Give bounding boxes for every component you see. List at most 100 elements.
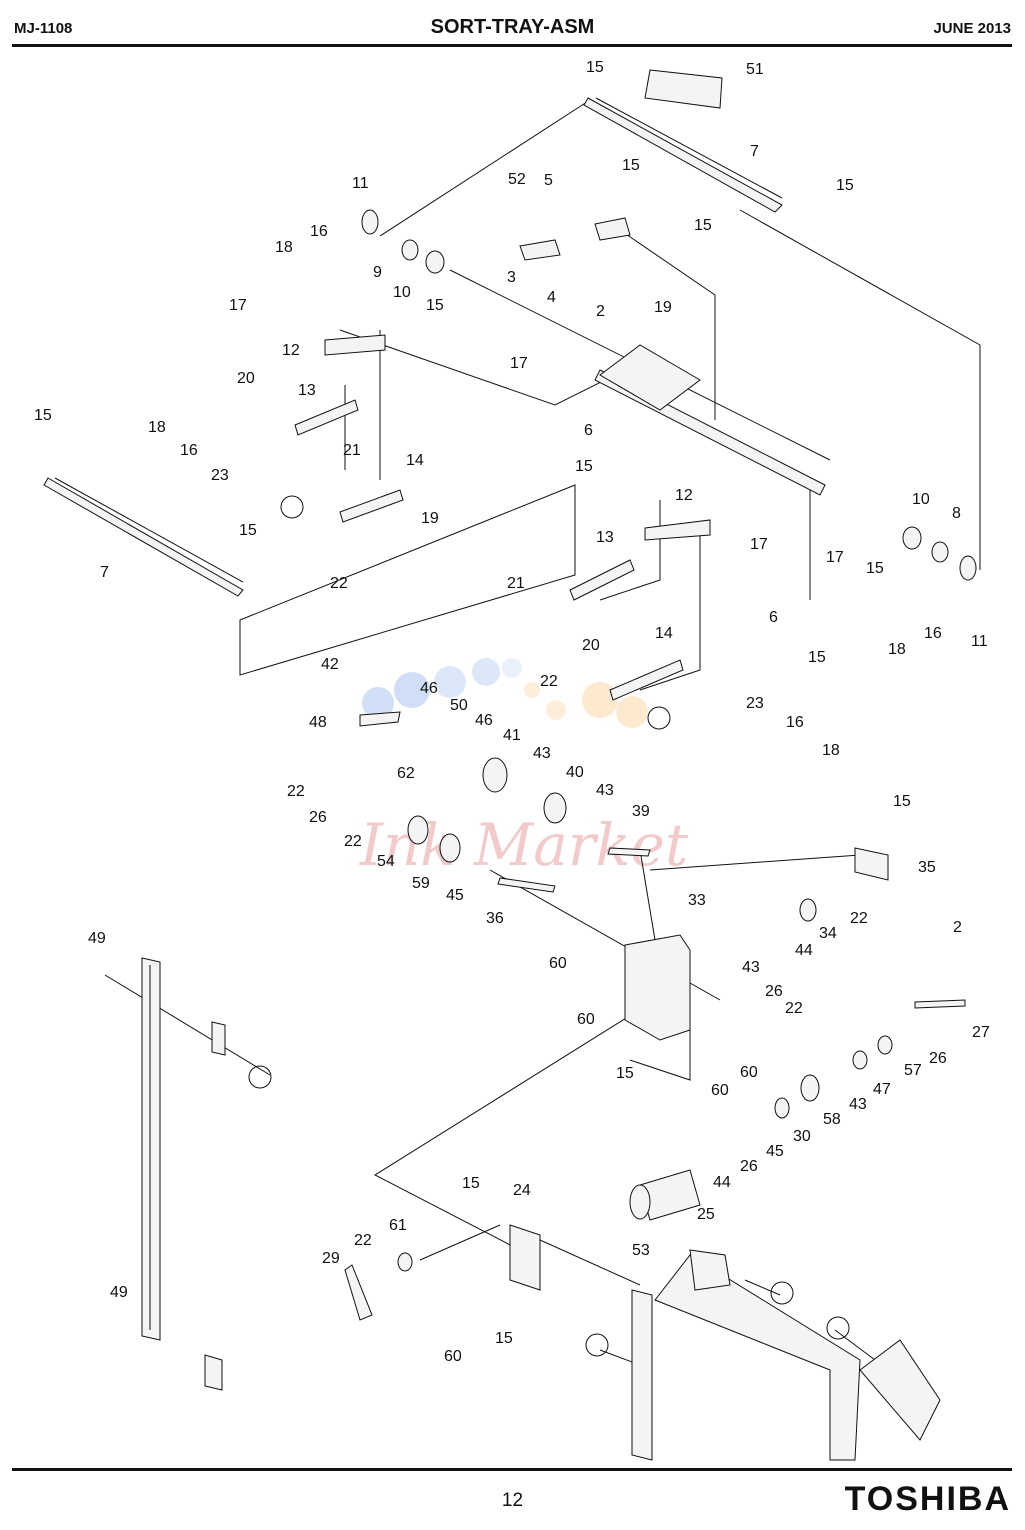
callout-60-c: 60: [740, 1064, 758, 1081]
callout-23-b: 23: [746, 695, 764, 712]
callout-12-a: 12: [282, 342, 300, 359]
callout-21-b: 21: [507, 575, 525, 592]
page-header: MJ-1108 SORT-TRAY-ASM JUNE 2013: [0, 0, 1025, 48]
callout-43-b: 43: [596, 782, 614, 799]
callout-15-j: 15: [808, 649, 826, 666]
callout-16-c: 16: [924, 625, 942, 642]
rail-top: [583, 97, 783, 213]
callout-16-a: 16: [310, 223, 328, 240]
callout-36: 36: [486, 910, 504, 927]
callout-15-a: 15: [586, 59, 604, 76]
callout-15-b: 15: [622, 157, 640, 174]
callout-51: 51: [746, 61, 764, 78]
publication-date: JUNE 2013: [933, 20, 1011, 37]
callout-27: 27: [972, 1024, 990, 1041]
callout-15-c: 15: [836, 177, 854, 194]
callout-43-c: 43: [742, 959, 760, 976]
callout-50: 50: [450, 697, 468, 714]
callout-49-a: 49: [88, 930, 106, 947]
callout-43-d: 43: [849, 1096, 867, 1113]
callout-20-b: 20: [582, 637, 600, 654]
callout-18-a: 18: [275, 239, 293, 256]
callout-62: 62: [397, 765, 415, 782]
callout-42: 42: [321, 656, 339, 673]
callout-6-b: 6: [769, 609, 778, 626]
bracket-33: [624, 847, 889, 1041]
watermark-logo: [362, 658, 648, 728]
callout-60-d: 60: [711, 1082, 729, 1099]
left-frame: [141, 957, 226, 1391]
callout-4: 4: [547, 289, 556, 306]
callout-8: 8: [952, 505, 961, 522]
callout-15-k: 15: [893, 793, 911, 810]
callout-2-a: 2: [596, 303, 605, 320]
callout-34: 34: [819, 925, 837, 942]
callout-12-b: 12: [675, 487, 693, 504]
callout-40: 40: [566, 764, 584, 781]
callout-15-g: 15: [575, 458, 593, 475]
exploded-parts-diagram: Ink Market: [34, 59, 990, 1461]
callout-26-d: 26: [740, 1158, 758, 1175]
callout-9: 9: [373, 264, 382, 281]
reference-circles: [248, 495, 850, 1357]
callout-26-c: 26: [929, 1050, 947, 1067]
callout-10-b: 10: [912, 491, 930, 508]
callout-15-e: 15: [426, 297, 444, 314]
callout-47: 47: [873, 1081, 891, 1098]
small-parts: [294, 69, 977, 1321]
callout-25: 25: [697, 1206, 715, 1223]
callout-17-d: 17: [826, 549, 844, 566]
callout-15-f: 15: [34, 407, 52, 424]
callout-7-b: 7: [100, 564, 109, 581]
callout-6-a: 6: [584, 422, 593, 439]
callout-15-d: 15: [694, 217, 712, 234]
callout-45-b: 45: [766, 1143, 784, 1160]
lower-frame: [631, 1249, 941, 1461]
callout-15-i: 15: [866, 560, 884, 577]
callout-14-b: 14: [655, 625, 673, 642]
callout-22-c: 22: [287, 783, 305, 800]
callout-3: 3: [507, 269, 516, 286]
callout-49-b: 49: [110, 1284, 128, 1301]
page-number: 12: [501, 1490, 524, 1511]
callout-22-a: 22: [330, 575, 348, 592]
callout-21-a: 21: [343, 442, 361, 459]
callout-5: 5: [544, 172, 553, 189]
callout-60-e: 60: [444, 1348, 462, 1365]
brand-logo: TOSHIBA: [844, 1480, 1011, 1518]
bracket-24: [509, 1224, 541, 1291]
callout-24: 24: [513, 1182, 531, 1199]
callout-18-b: 18: [148, 419, 166, 436]
rail-left: [43, 477, 244, 597]
callout-15-n: 15: [495, 1330, 513, 1347]
callout-33: 33: [688, 892, 706, 909]
callout-17-a: 17: [229, 297, 247, 314]
callout-60-b: 60: [577, 1011, 595, 1028]
callout-22-e: 22: [850, 910, 868, 927]
assembly-lines: [104, 99, 981, 1366]
callout-46-b: 46: [475, 712, 493, 729]
callout-60-a: 60: [549, 955, 567, 972]
callout-17-b: 17: [510, 355, 528, 372]
callout-59: 59: [412, 875, 430, 892]
callout-30: 30: [793, 1128, 811, 1145]
callout-26-a: 26: [309, 809, 327, 826]
callout-26-b: 26: [765, 983, 783, 1000]
main-shaft: [594, 344, 826, 496]
callout-29: 29: [322, 1250, 340, 1267]
page-title: SORT-TRAY-ASM: [430, 16, 595, 38]
callout-2-b: 2: [953, 919, 962, 936]
callout-53: 53: [632, 1242, 650, 1259]
callout-44-a: 44: [795, 942, 813, 959]
callout-44-b: 44: [713, 1174, 731, 1191]
callout-7-a: 7: [750, 143, 759, 160]
header-rule: [12, 44, 1012, 47]
callout-22-b: 22: [540, 673, 558, 690]
model-number: MJ-1108: [14, 20, 73, 37]
callout-22-d: 22: [344, 833, 362, 850]
callout-48: 48: [309, 714, 327, 731]
callout-57: 57: [904, 1062, 922, 1079]
callout-22-g: 22: [354, 1232, 372, 1249]
callout-18-c: 18: [888, 641, 906, 658]
callout-18-d: 18: [822, 742, 840, 759]
